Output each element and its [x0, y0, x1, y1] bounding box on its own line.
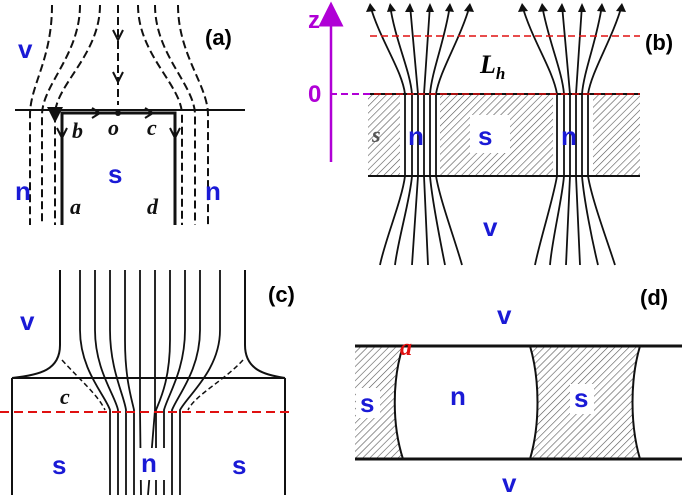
s-label-box: [470, 115, 510, 153]
field-line: [409, 4, 419, 266]
point-a-label: a: [70, 194, 81, 219]
lh-label: Lh: [479, 50, 505, 83]
arrow: [112, 71, 124, 85]
point-c-label: c: [147, 115, 157, 140]
panel-b: (b) z 0 Lh s n s n v: [308, 1, 673, 266]
normal-core-2: [553, 94, 593, 176]
label-n2: n: [561, 121, 577, 151]
s-label-box-left: [356, 388, 380, 418]
zero-label: 0: [308, 81, 321, 108]
field-line: [423, 4, 431, 266]
field-line: [47, 4, 101, 225]
label-v: v: [483, 212, 498, 242]
label-s: s: [108, 159, 122, 189]
point-b-label: b: [72, 118, 83, 143]
arrow: [169, 127, 181, 141]
field-line: [29, 4, 53, 225]
boundary-right: [631, 345, 641, 460]
boundary-left: [393, 345, 404, 460]
label-n-box: [137, 448, 167, 480]
field-line: [521, 4, 558, 266]
label-n-right: n: [205, 176, 221, 206]
label-n-left: n: [15, 176, 31, 206]
panel-tag-a: (a): [205, 25, 232, 50]
panel-c: (c) v c s n s: [0, 270, 295, 495]
label-s-left: s: [360, 388, 374, 418]
label-v-bottom: v: [502, 468, 517, 495]
field-line: [429, 4, 451, 266]
s-label-box-mid: [570, 384, 594, 414]
field-line: [41, 4, 81, 225]
label-n: n: [450, 381, 466, 411]
label-s-right: s: [574, 383, 588, 413]
boundary-line: [244, 270, 286, 379]
field-line: [177, 4, 209, 225]
point-d-label: d: [147, 194, 159, 219]
label-v: v: [20, 306, 35, 336]
boundary-line: [11, 270, 61, 379]
z-axis-label: z: [308, 7, 320, 34]
label-a: a: [400, 335, 412, 361]
field-line: [587, 4, 623, 266]
arrow: [91, 107, 102, 119]
normal-core-1: [400, 94, 440, 176]
arrow: [144, 107, 155, 119]
field-line-dashed: [187, 359, 244, 411]
label-s-mid: s: [478, 121, 492, 151]
point-o: [115, 110, 121, 116]
label-s-right: s: [232, 450, 246, 480]
label-n1: n: [408, 121, 424, 151]
panel-tag-d: (d): [640, 285, 668, 310]
panel-tag-c: (c): [268, 282, 295, 307]
field-line: [575, 4, 583, 266]
label-v: v: [18, 34, 33, 64]
point-o-label: o: [108, 115, 119, 140]
field-line: [154, 4, 196, 225]
panel-d: (d) v v a s n s: [355, 285, 682, 495]
arrow: [112, 29, 124, 43]
panel-tag-b: (b): [645, 30, 673, 55]
field-line: [137, 4, 183, 225]
label-c: c: [60, 384, 70, 409]
field-line: [561, 4, 571, 266]
label-v-top: v: [497, 300, 512, 330]
boundary-mid: [529, 345, 539, 460]
field-arrows: [366, 3, 626, 12]
panel-a: (a) v s n n a b o c d: [15, 4, 245, 225]
label-s-left: s: [371, 122, 381, 147]
label-s-left: s: [52, 450, 66, 480]
arrow: [56, 127, 68, 141]
label-n: n: [141, 448, 157, 478]
